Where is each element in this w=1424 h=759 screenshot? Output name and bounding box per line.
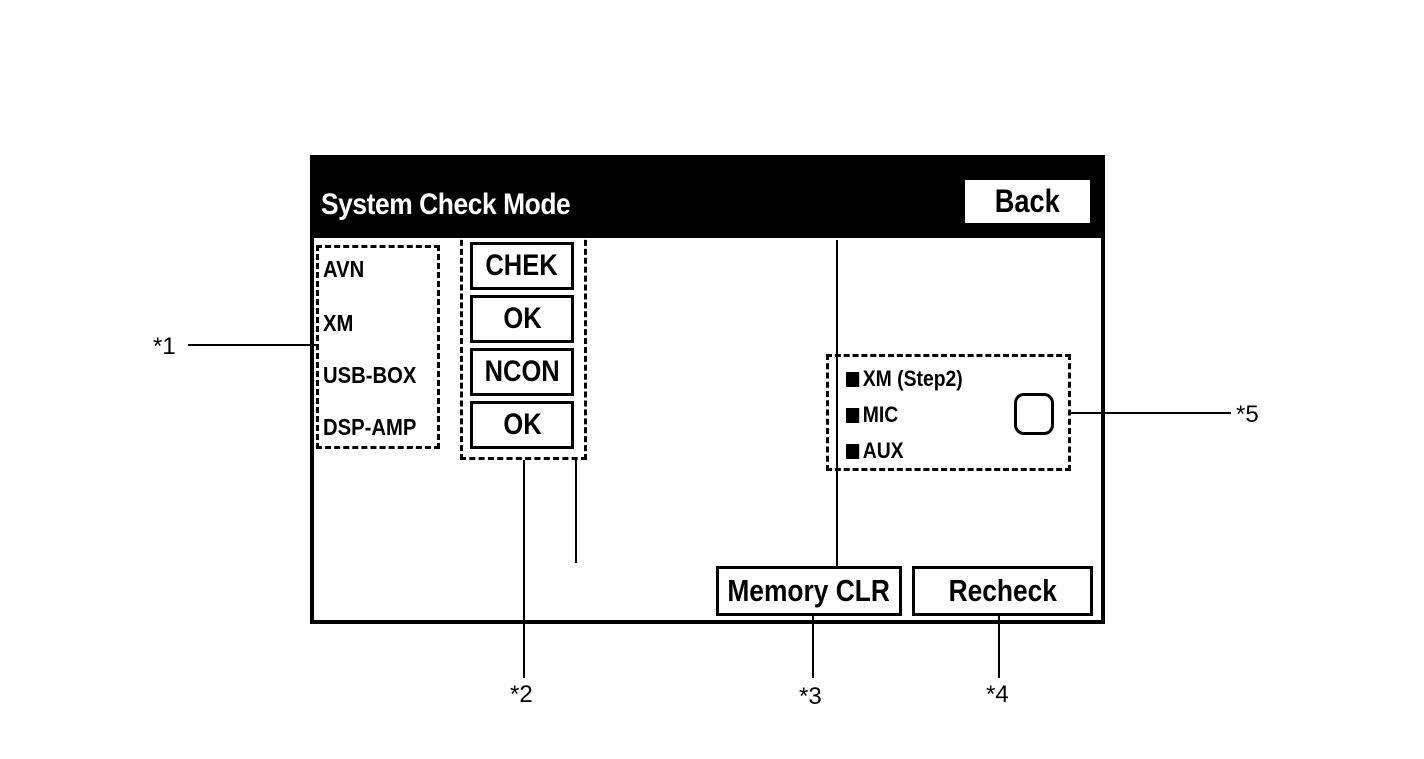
option-mic: MIC [846, 402, 898, 428]
screen-title: System Check Mode [321, 188, 571, 221]
callout-3: *3 [799, 683, 822, 710]
option-mic-label: MIC [862, 402, 899, 427]
option-xm-step2: XM (Step2) [846, 366, 963, 392]
leader-line-5 [1068, 412, 1231, 414]
status-usb-box: NCON [484, 355, 560, 388]
callout-4: *4 [986, 681, 1009, 708]
device-name-box [316, 245, 440, 449]
callout-1: *1 [153, 333, 176, 360]
status-button-xm[interactable]: OK [470, 295, 574, 343]
bullet-square-icon [846, 443, 860, 459]
status-button-usb-box[interactable]: NCON [470, 348, 574, 396]
status-button-avn[interactable]: CHEK [470, 242, 574, 290]
recheck-label: Recheck [948, 573, 1057, 608]
leader-line-3 [812, 616, 814, 678]
leader-line-4 [998, 616, 1000, 678]
bullet-square-icon [846, 371, 860, 387]
callout-5: *5 [1236, 401, 1259, 428]
back-button-label: Back [994, 183, 1061, 219]
callout-2: *2 [510, 681, 533, 708]
status-xm: OK [502, 302, 542, 335]
device-label-dsp-amp: DSP-AMP [323, 414, 417, 440]
status-dsp-amp: OK [502, 408, 542, 441]
status-avn: CHEK [485, 249, 559, 282]
back-button[interactable]: Back [965, 180, 1090, 223]
option-aux-label: AUX [862, 438, 904, 463]
leader-line-1 [188, 344, 316, 346]
device-status-box [460, 231, 587, 460]
option-aux: AUX [846, 438, 904, 464]
device-label-usb-box: USB-BOX [323, 362, 417, 388]
device-label-avn: AVN [323, 256, 365, 282]
bullet-square-icon [846, 407, 860, 423]
status-button-dsp-amp[interactable]: OK [470, 401, 574, 449]
leader-line-3-top [836, 240, 838, 566]
memory-clr-button[interactable]: Memory CLR [716, 566, 902, 616]
device-label-xm: XM [323, 310, 354, 336]
leader-line-2b [575, 460, 577, 563]
selection-button[interactable] [1014, 393, 1054, 435]
option-xm-step2-label: XM (Step2) [862, 366, 963, 391]
memory-clr-label: Memory CLR [727, 573, 891, 608]
leader-line-2 [523, 460, 525, 678]
recheck-button[interactable]: Recheck [912, 566, 1093, 616]
